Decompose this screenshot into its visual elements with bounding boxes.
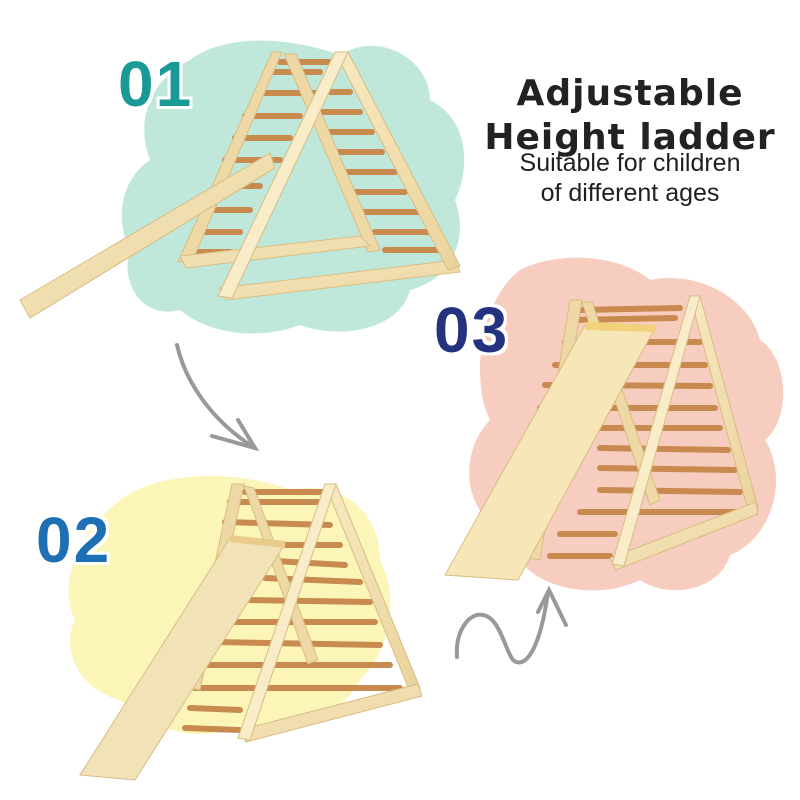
subtitle-line-1: Suitable for children: [519, 149, 741, 177]
ladder-03: [444, 295, 759, 581]
headline-line-2: Height ladder: [484, 117, 776, 158]
step-number-01: 01: [118, 48, 194, 120]
step-number-02: 02: [36, 504, 112, 576]
ladder-01: [19, 51, 461, 319]
headline-line-1: Adjustable: [516, 73, 744, 114]
headline: Adjustable Height ladder: [460, 72, 800, 160]
step-number-03: 03: [434, 294, 510, 366]
subtitle: Suitable for children of different ages: [470, 148, 790, 208]
ladder-02: [79, 483, 423, 781]
wavy-arrow-icon: [454, 585, 568, 665]
subtitle-line-2: of different ages: [540, 179, 720, 207]
curved-arrow-icon: [175, 343, 260, 452]
